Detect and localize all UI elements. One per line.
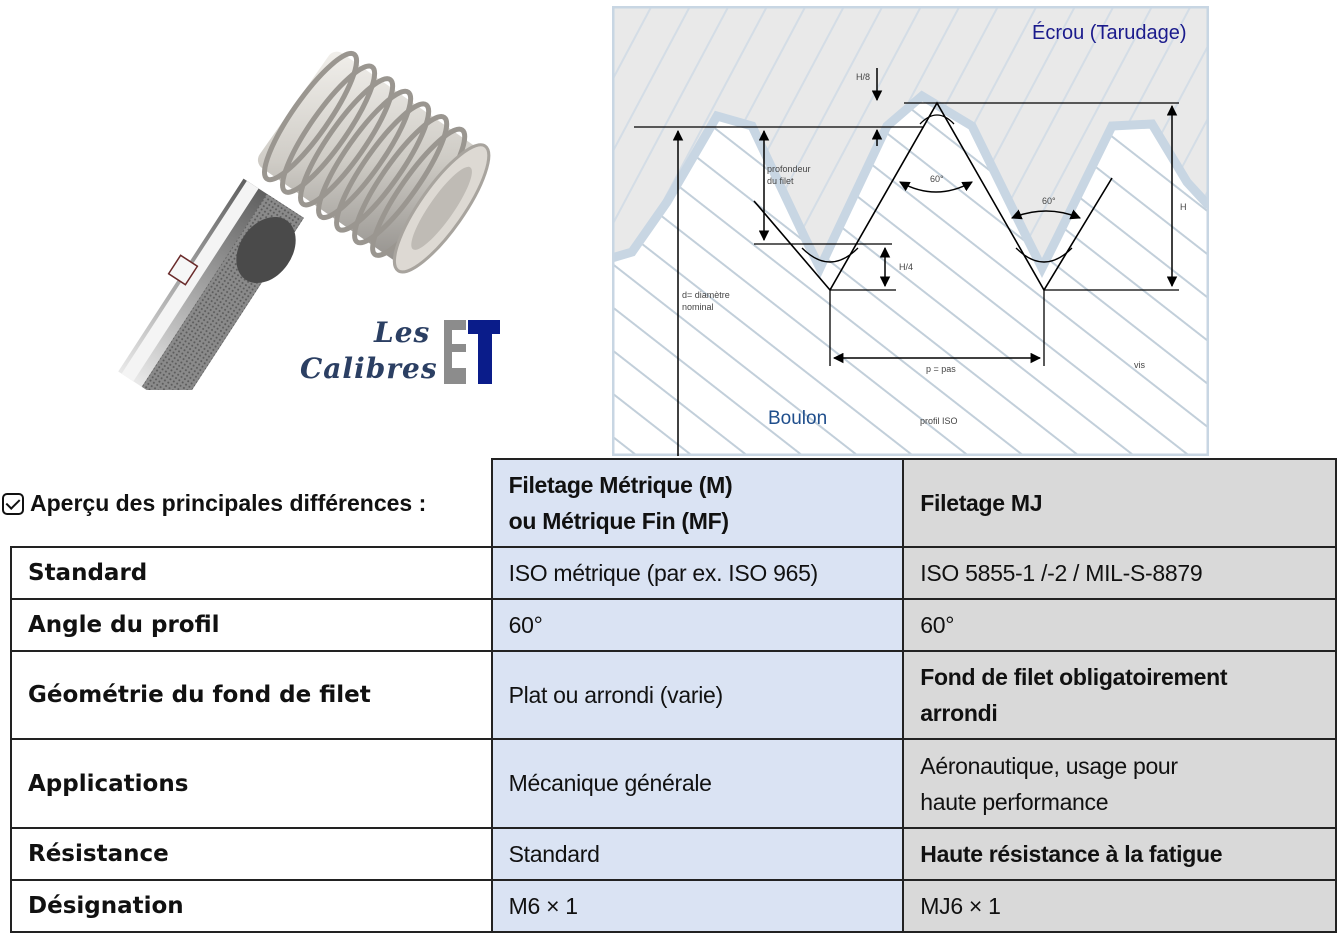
- row-label: Désignation: [10, 879, 493, 933]
- cell-mj: 60°: [902, 598, 1337, 652]
- nut-title: Écrou (Tarudage): [1032, 22, 1187, 44]
- label-depth-1: profondeur: [767, 164, 811, 174]
- header-metric: Filetage Métrique (M) ou Métrique Fin (M…: [490, 458, 905, 548]
- row-label: Standard: [10, 546, 493, 600]
- header-mj: Filetage MJ: [902, 458, 1337, 548]
- thread-profile-diagram: Écrou (Tarudage) Boulon H/8 profondeur d…: [612, 6, 1209, 456]
- cell-metric: Standard: [490, 827, 905, 881]
- comparison-table: Filetage Métrique (M) ou Métrique Fin (M…: [10, 458, 1337, 933]
- cell-mj-line1: Aéronautique, usage pour: [920, 752, 1178, 779]
- table-row: Désignation M6 × 1 MJ6 × 1: [10, 879, 1337, 933]
- logo-line2: Calibres: [300, 352, 438, 385]
- cell-mj: Aéronautique, usage pour haute performan…: [902, 738, 1337, 829]
- thread-gauge-illustration: [118, 50, 491, 411]
- cell-mj-line2: arrondi: [920, 700, 998, 726]
- logo-line1: Les: [374, 316, 431, 349]
- label-h: H: [1180, 202, 1187, 212]
- cell-mj: Fond de filet obligatoirement arrondi: [902, 650, 1337, 740]
- header-metric-line2: ou Métrique Fin (MF): [508, 508, 729, 534]
- cell-metric: M6 × 1: [490, 879, 905, 933]
- label-angle-1: 60°: [930, 174, 944, 184]
- comparison-intro: Aperçu des principales différences :: [2, 490, 426, 517]
- row-label: Géométrie du fond de filet: [10, 650, 493, 740]
- checkbox-checked-icon: [2, 492, 24, 515]
- label-h8: H/8: [856, 72, 871, 82]
- les-calibres-et-logo: Les Calibres: [296, 314, 506, 392]
- cell-metric: 60°: [490, 598, 905, 652]
- header-empty-cell: [11, 459, 492, 547]
- header-mj-label: Filetage MJ: [920, 490, 1043, 516]
- cell-mj-line1: Fond de filet obligatoirement: [920, 664, 1228, 690]
- iso-thread-profile-drawing: [612, 6, 1209, 456]
- table-row: Applications Mécanique générale Aéronaut…: [10, 738, 1337, 829]
- table-header-row: Filetage Métrique (M) ou Métrique Fin (M…: [11, 458, 1337, 548]
- cell-metric: Plat ou arrondi (varie): [490, 650, 905, 740]
- intro-text: Aperçu des principales différences :: [30, 490, 427, 516]
- table-row: Résistance Standard Haute résistance à l…: [10, 827, 1337, 881]
- thread-gauge-photo: [60, 0, 520, 411]
- label-angle-2: 60°: [1042, 196, 1056, 206]
- row-label: Angle du profil: [10, 598, 493, 652]
- label-profile: profil ISO: [920, 416, 958, 426]
- table-row: Angle du profil 60° 60°: [10, 598, 1337, 652]
- header-metric-line1: Filetage Métrique (M): [508, 472, 733, 498]
- cell-mj: ISO 5855-1 /-2 / MIL-S-8879: [902, 546, 1337, 600]
- label-screw: vis: [1134, 360, 1145, 370]
- table-row: Standard ISO métrique (par ex. ISO 965) …: [10, 546, 1337, 600]
- label-h4: H/4: [899, 262, 914, 272]
- cell-metric: ISO métrique (par ex. ISO 965): [490, 546, 905, 600]
- cell-mj: Haute résistance à la fatigue: [902, 827, 1337, 881]
- cell-mj-line2: haute performance: [920, 788, 1109, 815]
- row-label: Résistance: [10, 827, 493, 881]
- table-row: Géométrie du fond de filet Plat ou arron…: [10, 650, 1337, 740]
- label-diameter-2: nominal: [682, 302, 714, 312]
- label-diameter-1: d= diamètre: [682, 290, 730, 300]
- label-pitch: p = pas: [926, 364, 956, 374]
- cell-mj: MJ6 × 1: [902, 879, 1337, 933]
- bolt-title: Boulon: [768, 408, 828, 429]
- row-label: Applications: [10, 738, 493, 829]
- cell-metric: Mécanique générale: [490, 738, 905, 829]
- label-depth-2: du filet: [767, 176, 794, 186]
